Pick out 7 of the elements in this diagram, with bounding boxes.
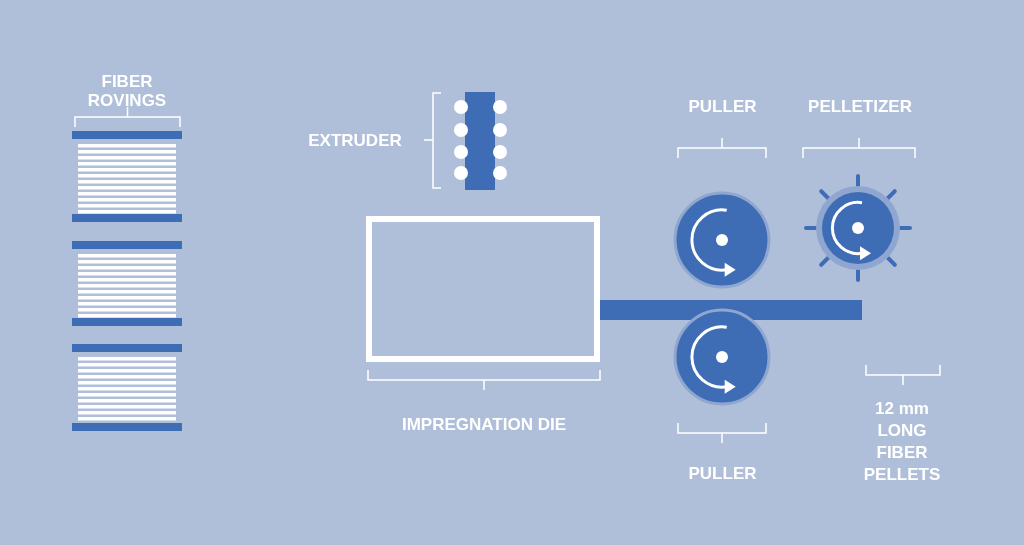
station-label: PULLER (687, 97, 758, 116)
station-label: IMPREGNATION DIE (401, 415, 567, 434)
station-label: FIBER ROVINGS (86, 72, 168, 110)
product-label: 12 mm LONG FIBER PELLETS (862, 398, 942, 486)
station-label: PULLER (687, 464, 758, 483)
station-label: EXTRUDER (307, 131, 403, 150)
station-label: PELLETIZER (807, 97, 913, 116)
